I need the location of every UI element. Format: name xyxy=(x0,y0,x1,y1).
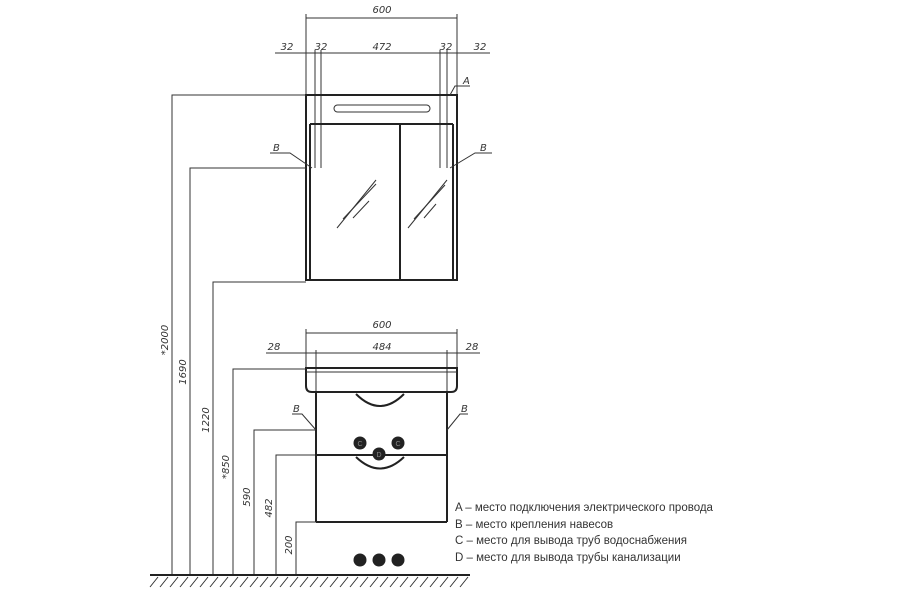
marker-b: B xyxy=(273,143,280,154)
top-width-dimension: 600 32 32 472 32 32 xyxy=(275,5,490,168)
dim-seg: 32 xyxy=(315,42,328,53)
marker-b: B xyxy=(461,404,468,415)
handle xyxy=(355,393,405,407)
legend-b: B – место крепления навесов xyxy=(455,518,614,531)
floor-hatch xyxy=(369,576,379,588)
height-dimensions: *2000 1690 1220 *850 590 482 200 xyxy=(160,94,316,575)
floor-hatch xyxy=(229,576,239,588)
floor-hatch xyxy=(409,576,419,588)
legend-a: A – место подключения электрического про… xyxy=(455,502,713,514)
legend-d: D – место для вывода трубы канализации xyxy=(455,551,681,564)
legend: A – место подключения электрического про… xyxy=(455,500,713,566)
dim-seg: 28 xyxy=(466,342,479,353)
height-label: 482 xyxy=(264,498,275,517)
floor-hatch xyxy=(209,576,219,588)
floor-hatch xyxy=(339,576,349,588)
handle xyxy=(355,456,405,470)
marker-a: A xyxy=(462,76,470,87)
floor-hatch xyxy=(389,576,399,588)
floor-hatch xyxy=(399,576,409,588)
floor-hatch xyxy=(379,576,389,588)
floor-hatch xyxy=(249,576,259,588)
floor-hatch xyxy=(319,576,329,588)
floor-hatch xyxy=(349,576,359,588)
dim-600-bottom: 600 xyxy=(372,320,391,331)
floor-hatch xyxy=(419,576,429,588)
floor-hatch xyxy=(299,576,309,588)
floor-hatch xyxy=(269,576,279,588)
floor-hatch xyxy=(429,576,439,588)
light-bar xyxy=(333,104,431,113)
pipe-c: C xyxy=(395,441,400,448)
height-label: 200 xyxy=(284,535,295,554)
floor-hatch xyxy=(169,576,179,588)
dim-seg: 472 xyxy=(372,42,391,53)
height-label: *2000 xyxy=(160,325,171,355)
height-label: 1220 xyxy=(201,407,212,432)
height-label: 590 xyxy=(242,487,253,506)
legend-c: C – место для вывода труб водоснабжения xyxy=(455,535,687,547)
floor-hatch xyxy=(289,576,299,588)
dim-600-top: 600 xyxy=(372,5,391,16)
floor xyxy=(149,574,470,588)
floor-hatch xyxy=(359,576,369,588)
floor-hatch xyxy=(329,576,339,588)
dim-seg: 32 xyxy=(281,42,294,53)
floor-hatch xyxy=(439,576,449,588)
pipe-markers-floor xyxy=(353,553,405,567)
floor-hatch xyxy=(459,576,469,588)
dim-seg: 484 xyxy=(372,342,391,353)
floor-hatch xyxy=(279,576,289,588)
dim-seg: 28 xyxy=(268,342,281,353)
vanity-cabinet: B B C D C xyxy=(292,367,468,567)
floor-hatch xyxy=(199,576,209,588)
floor-hatch xyxy=(149,576,159,588)
floor-hatch xyxy=(159,576,169,588)
bottom-width-dimension: 600 28 484 28 xyxy=(266,320,480,392)
floor-hatch xyxy=(239,576,249,588)
mirror-cabinet: A B B xyxy=(270,76,492,281)
floor-hatch xyxy=(219,576,229,588)
marker-b: B xyxy=(293,404,300,415)
pipe-d: D xyxy=(376,452,381,459)
floor-hatch xyxy=(449,576,459,588)
dim-seg: 32 xyxy=(474,42,487,53)
marker-b: B xyxy=(480,143,487,154)
height-label: 1690 xyxy=(178,359,189,384)
mirror-glare-icon xyxy=(336,179,448,229)
floor-hatch xyxy=(179,576,189,588)
floor-hatch xyxy=(309,576,319,588)
floor-hatch xyxy=(259,576,269,588)
height-label: *850 xyxy=(221,455,232,479)
pipe-c: C xyxy=(357,441,362,448)
floor-hatch xyxy=(189,576,199,588)
pipe-markers-wall: C D C xyxy=(353,436,405,461)
dim-seg: 32 xyxy=(440,42,453,53)
